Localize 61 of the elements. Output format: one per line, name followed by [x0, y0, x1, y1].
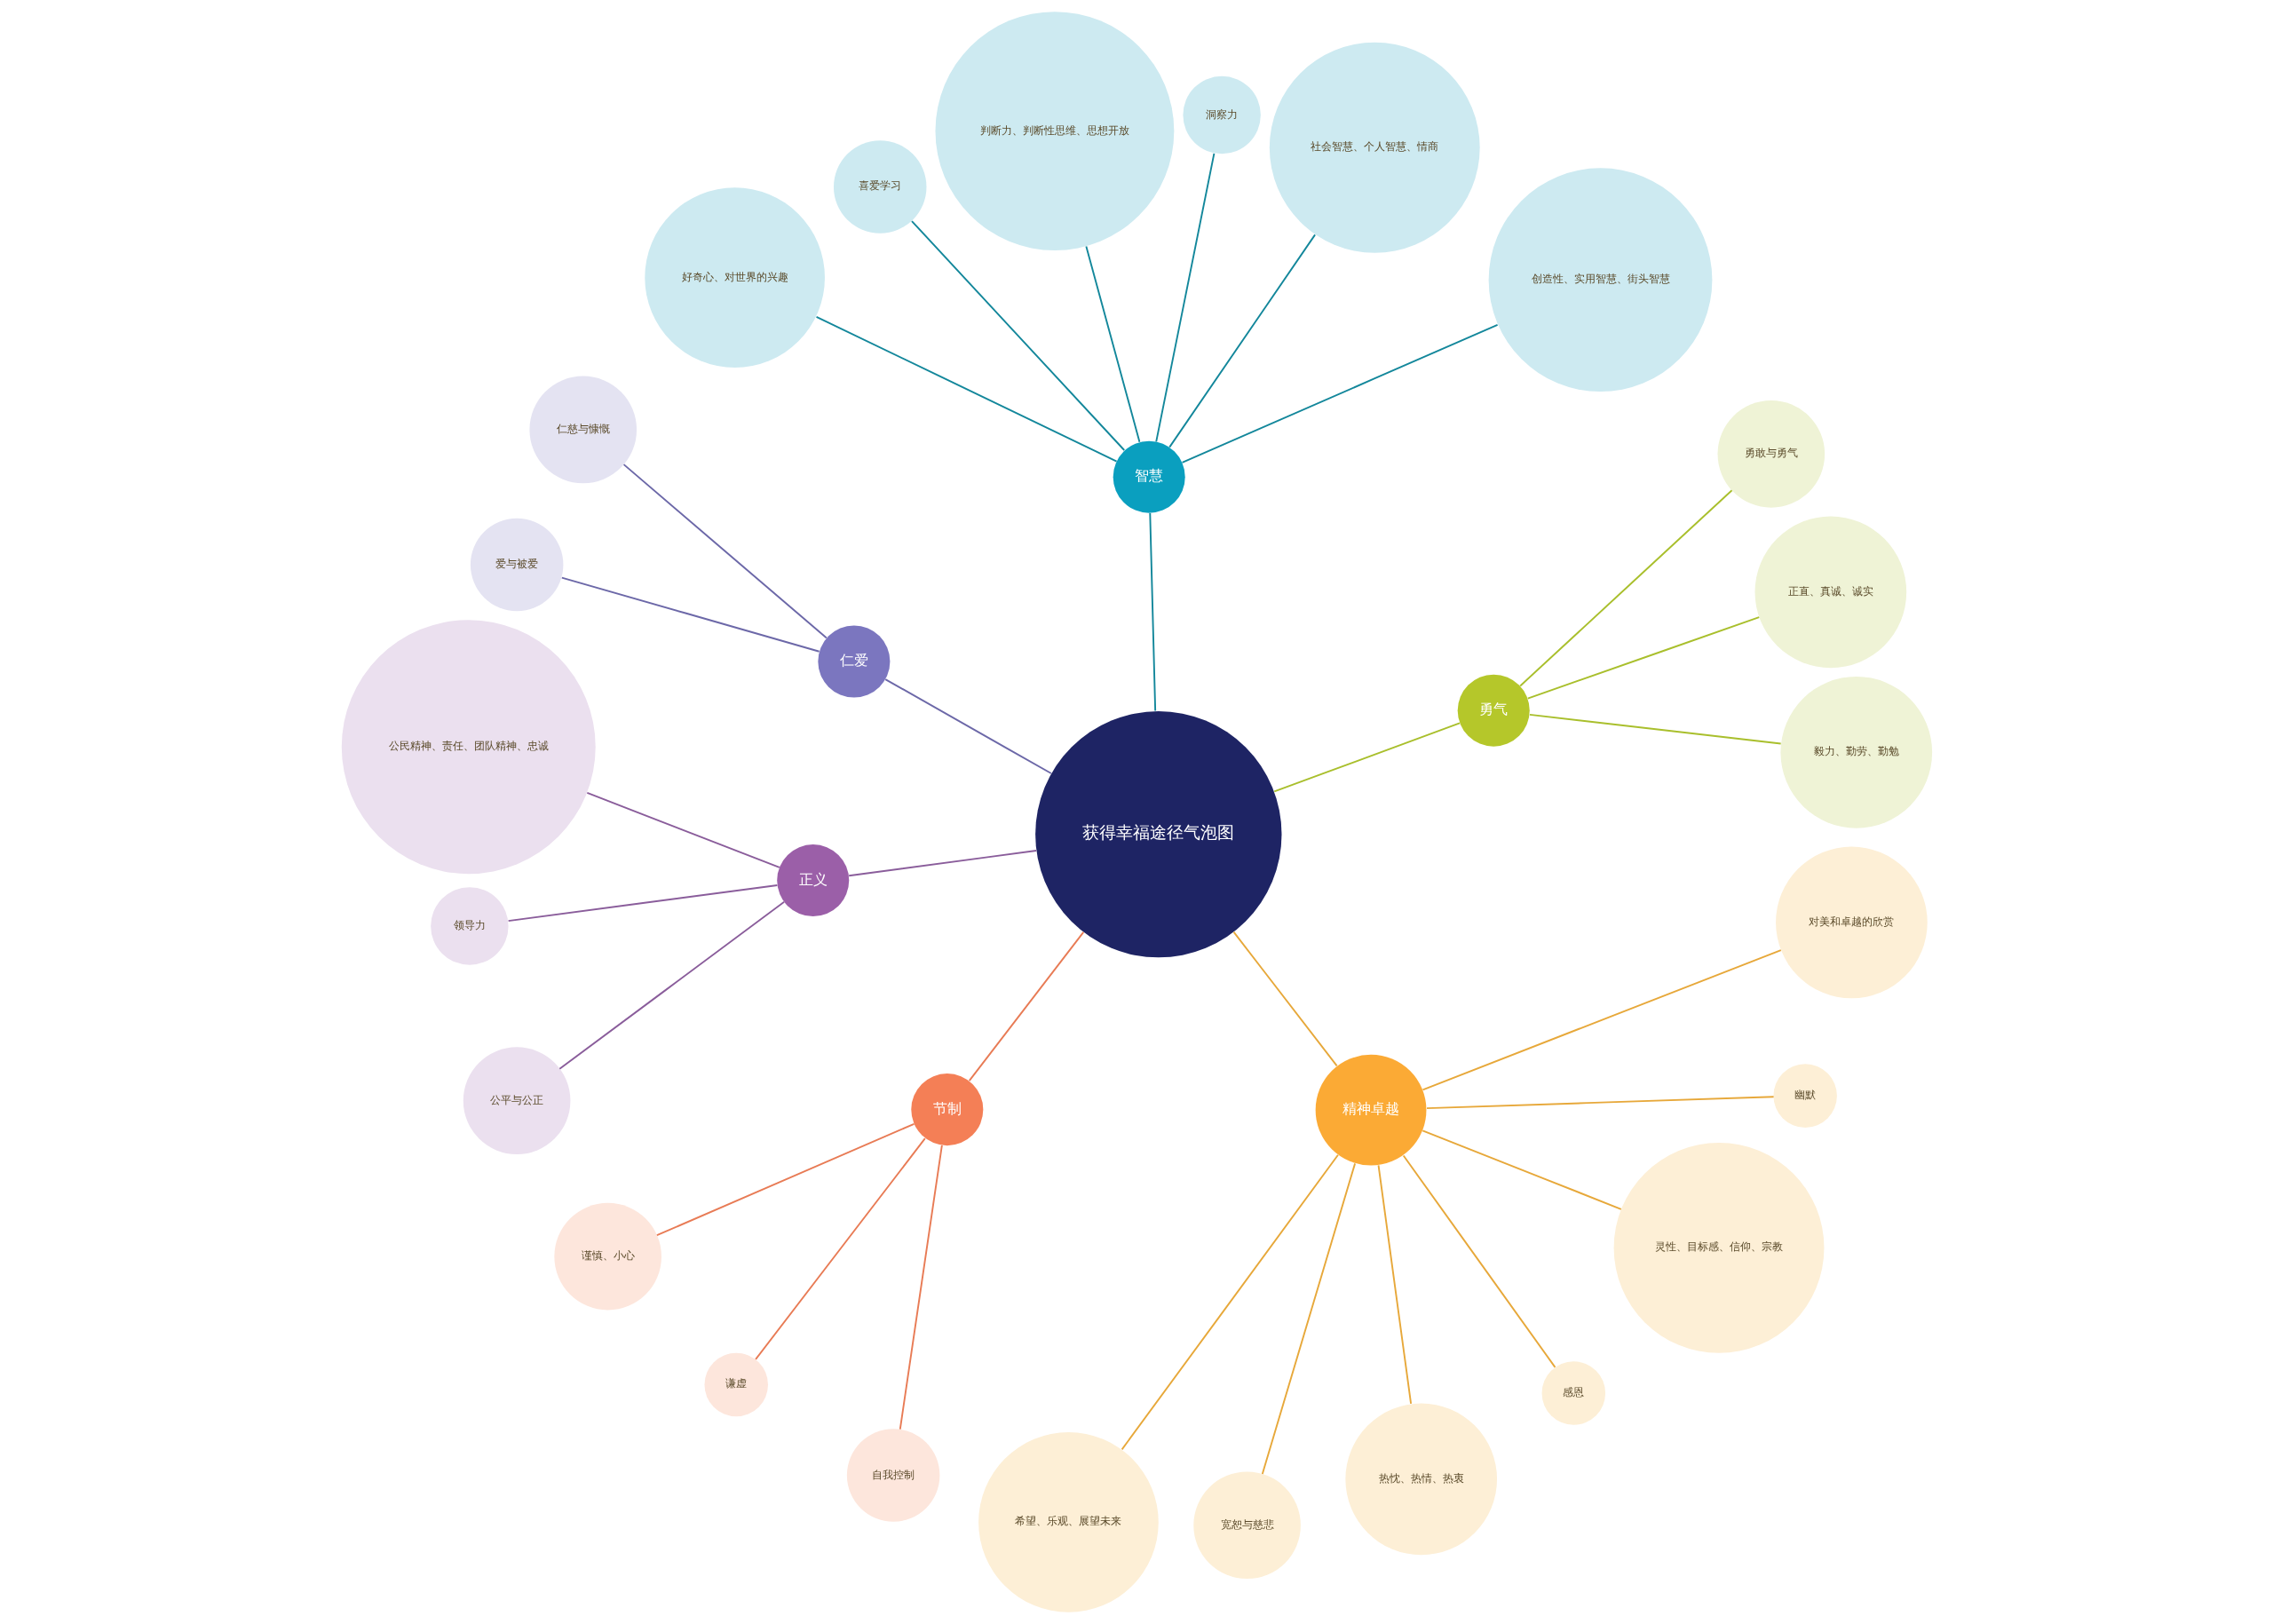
connector — [1272, 722, 1461, 793]
node-circle: 喜爱学习 — [833, 140, 926, 234]
connector — [883, 678, 1052, 774]
node-circle: 热忱、热情、热衷 — [1344, 1403, 1497, 1556]
connector — [1154, 152, 1215, 443]
node-circle: 宽恕与慈悲 — [1192, 1471, 1301, 1580]
connector — [1421, 1129, 1622, 1210]
node-circle: 感恩 — [1541, 1361, 1605, 1425]
node-circle: 好奇心、对世界的兴趣 — [644, 187, 825, 368]
connector — [1232, 931, 1338, 1067]
connector — [1528, 713, 1782, 745]
node-circle: 希望、乐观、展望未来 — [978, 1432, 1159, 1612]
node-circle: 社会智慧、个人智慧、情商 — [1269, 42, 1480, 253]
connector — [1402, 1154, 1556, 1368]
node-circle: 仁慈与慷慨 — [528, 376, 637, 484]
node-circle: 公平与公正 — [463, 1047, 570, 1154]
connector — [1084, 245, 1140, 443]
node-circle: 正直、真诚、诚实 — [1754, 516, 1906, 669]
connector — [1148, 512, 1156, 712]
node-circle: 幽默 — [1772, 1064, 1837, 1128]
connector — [847, 850, 1037, 877]
node-circle: 领导力 — [430, 887, 509, 965]
node-circle: 获得幸福途径气泡图 — [1034, 711, 1281, 958]
connector — [558, 900, 785, 1070]
connector — [1425, 1096, 1775, 1110]
node-circle: 自我控制 — [846, 1429, 939, 1522]
connector — [622, 463, 828, 639]
node-circle: 精神卓越 — [1315, 1054, 1426, 1166]
node-circle: 谨慎、小心 — [553, 1202, 661, 1311]
connector — [1181, 323, 1499, 463]
node-circle: 勇敢与勇气 — [1717, 400, 1825, 508]
node-circle: 仁爱 — [817, 625, 890, 698]
node-circle: 正义 — [776, 844, 849, 917]
node-circle: 毅力、勤劳、勤勉 — [1779, 676, 1932, 828]
node-circle: 创造性、实用智慧、街头智慧 — [1488, 168, 1712, 392]
node-circle: 爱与被爱 — [470, 518, 563, 612]
node-circle: 对美和卓越的欣赏 — [1775, 846, 1928, 999]
node-circle: 节制 — [910, 1073, 983, 1146]
node-circle: 公民精神、责任、团队精神、忠诚 — [341, 620, 596, 875]
connector — [1168, 234, 1316, 448]
connector — [815, 315, 1118, 463]
connector — [899, 1144, 943, 1430]
connector — [910, 220, 1125, 451]
connector — [1121, 1153, 1339, 1451]
node-circle: 勇气 — [1457, 674, 1530, 747]
connector — [1526, 616, 1760, 700]
node-circle: 判断力、判断性思维、思想开放 — [935, 12, 1174, 250]
node-circle: 灵性、目标感、信仰、宗教 — [1613, 1143, 1824, 1353]
connector — [1422, 949, 1782, 1091]
node-circle: 洞察力 — [1182, 75, 1261, 154]
node-circle: 谦虚 — [703, 1352, 768, 1417]
connector — [507, 884, 778, 923]
connector — [1261, 1162, 1356, 1476]
connector — [655, 1122, 915, 1237]
connector — [585, 792, 780, 868]
node-circle: 智慧 — [1113, 440, 1185, 513]
connector — [1377, 1164, 1412, 1405]
connector — [560, 576, 820, 653]
connector — [968, 931, 1084, 1082]
connector — [754, 1137, 926, 1360]
connector — [1518, 489, 1732, 687]
